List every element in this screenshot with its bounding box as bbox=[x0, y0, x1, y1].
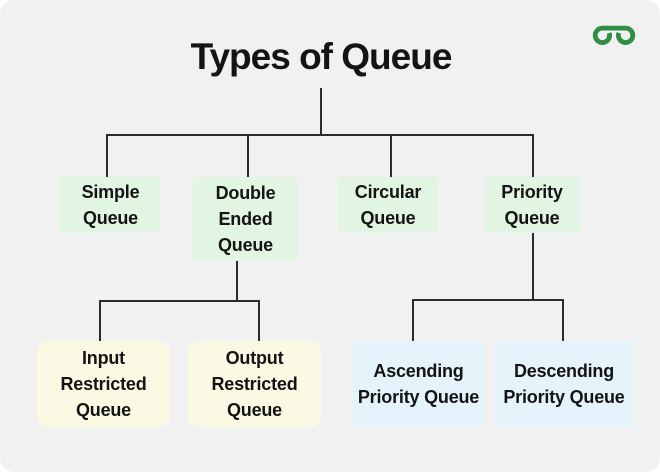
node-label: Ascending Priority Queue bbox=[357, 361, 480, 407]
node-label: Priority Queue bbox=[501, 182, 563, 228]
logo-left-g bbox=[592, 25, 614, 45]
node-output-restricted-queue: Output Restricted Queue bbox=[188, 341, 321, 427]
node-descending-priority-queue: Descending Priority Queue bbox=[494, 341, 634, 427]
node-input-restricted-queue: Input Restricted Queue bbox=[37, 341, 170, 427]
node-label: Output Restricted Queue bbox=[211, 348, 298, 420]
node-label: Double Ended Queue bbox=[215, 183, 276, 255]
node-label: Circular Queue bbox=[354, 182, 422, 228]
node-label: Simple Queue bbox=[81, 182, 140, 228]
node-circular-queue: Circular Queue bbox=[338, 177, 438, 233]
node-ascending-priority-queue: Ascending Priority Queue bbox=[352, 341, 485, 427]
geeksforgeeks-logo-icon bbox=[592, 25, 636, 45]
tree-edges bbox=[99, 88, 564, 342]
node-double-ended-queue: Double Ended Queue bbox=[193, 177, 298, 261]
node-priority-queue: Priority Queue bbox=[485, 177, 579, 233]
node-label: Input Restricted Queue bbox=[60, 348, 147, 420]
page-title: Types of Queue bbox=[190, 36, 453, 77]
node-label: Descending Priority Queue bbox=[503, 361, 625, 407]
logo-right-g bbox=[614, 25, 636, 45]
node-simple-queue: Simple Queue bbox=[60, 177, 161, 233]
